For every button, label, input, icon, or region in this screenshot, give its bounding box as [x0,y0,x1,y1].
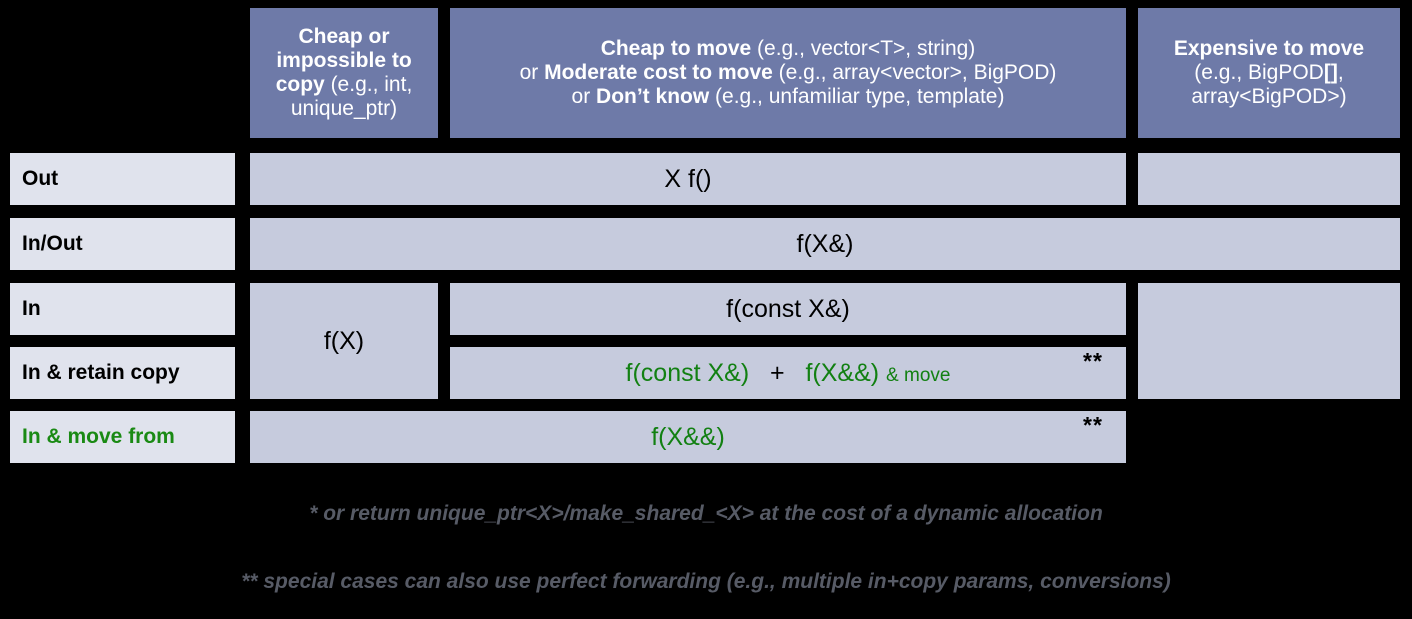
header-col-expensive-move-line3: array<BigPOD>) [1191,84,1347,108]
cell-retain-copy-part1: f(const X&) [625,358,750,387]
row-label-out-text: Out [22,167,59,191]
header-col-cheap-move-line1: Cheap to move (e.g., vector<T>, string) [600,37,976,61]
row-label-in-text: In [22,297,41,321]
row-label-in-retain-copy-text: In & retain copy [22,361,180,385]
cell-inout-fxref: f(X&) [250,218,1400,270]
cell-move-from-double-star-marker: ** [1083,412,1103,438]
cell-retain-copy: f(const X&) + f(X&&) & move [450,347,1126,399]
header-col-cheap-copy-bold: Cheap or impossible to copy [275,25,412,96]
header-col-cheap-move: Cheap to move (e.g., vector<T>, string) … [450,8,1126,138]
header-col-cheap-move-line2: or Moderate cost to move (e.g., array<ve… [519,61,1057,85]
cell-in-fx: f(X) [250,283,438,399]
header-col-expensive-move-line2: (e.g., BigPOD[], [1194,61,1344,85]
cell-move-from-text: f(X&&) [651,422,725,451]
cell-expensive-in-blank [1138,283,1400,399]
header-col-cheap-copy-example: (e.g., int, unique_ptr) [290,73,413,120]
cell-in-fx-text: f(X) [323,326,365,355]
cell-retain-copy-part3: & move [886,364,951,386]
row-label-out: Out [10,153,235,205]
cell-out-xf: X f() [250,153,1126,205]
header-col-expensive-move-line1: Expensive to move [1173,37,1365,61]
header-col-cheap-copy: Cheap or impossible to copy (e.g., int, … [250,8,438,138]
cell-in-fconstxref-text: f(const X&) [726,294,850,323]
cell-in-fconstxref: f(const X&) [450,283,1126,335]
cell-retain-copy-plus: + [770,358,785,387]
cell-retain-copy-part2: f(X&&) [805,358,880,387]
row-label-in-retain-copy: In & retain copy [10,347,235,399]
header-col-cheap-move-line3: or Don’t know (e.g., unfamiliar type, te… [571,84,1005,108]
row-label-in-out: In/Out [10,218,235,270]
footnote-double-star: ** special cases can also use perfect fo… [241,570,1171,593]
row-label-in: In [10,283,235,335]
cell-out-xf-text: X f() [664,164,712,193]
cell-move-from: f(X&&) [250,411,1126,463]
row-label-in-move-from: In & move from [10,411,235,463]
footnote-single-star: * or return unique_ptr<X>/make_shared_<X… [309,502,1103,525]
row-label-in-move-from-text: In & move from [22,425,175,449]
cell-inout-fxref-text: f(X&) [796,229,854,258]
row-label-in-out-text: In/Out [22,232,83,256]
cell-retain-copy-double-star-marker: ** [1083,348,1103,374]
cell-expensive-out-blank [1138,153,1400,205]
header-corner-blank [10,8,235,137]
header-col-expensive-move: Expensive to move (e.g., BigPOD[], array… [1138,8,1400,138]
